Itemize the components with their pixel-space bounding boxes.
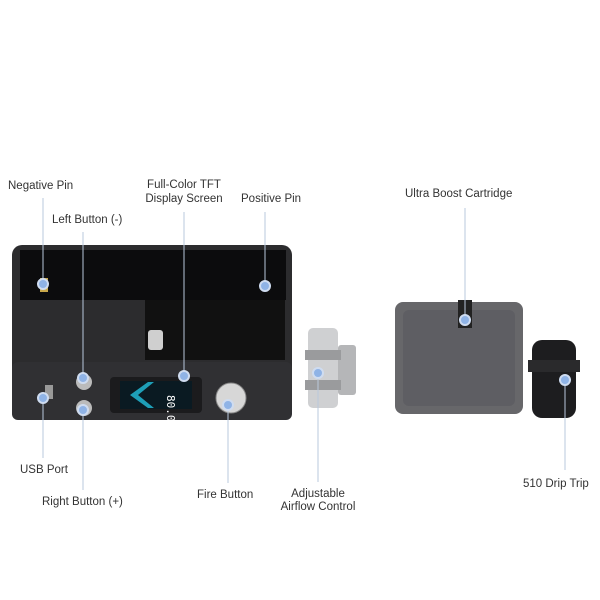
marker-airflow xyxy=(312,367,324,379)
label-fire-button: Fire Button xyxy=(197,489,254,501)
marker-fire xyxy=(222,399,234,411)
leader-lines xyxy=(42,198,566,490)
label-cartridge: Ultra Boost Cartridge xyxy=(405,188,513,200)
label-negative-pin: Negative Pin xyxy=(8,180,74,192)
markers xyxy=(37,278,571,416)
box-mod: 80.0 xyxy=(12,245,292,422)
label-airflow-1: Adjustable xyxy=(291,488,345,500)
label-display-2: Display Screen xyxy=(145,193,223,205)
label-drip-tip: 510 Drip Trip xyxy=(523,478,589,490)
marker-cartridge xyxy=(459,314,471,326)
marker-right-button xyxy=(77,404,89,416)
label-left-button: Left Button (-) xyxy=(52,214,123,226)
label-display-1: Full-Color TFT xyxy=(147,179,221,191)
label-positive-pin: Positive Pin xyxy=(241,193,302,205)
label-right-button: Right Button (+) xyxy=(42,496,123,508)
marker-usb xyxy=(37,392,49,404)
label-usb-port: USB Port xyxy=(20,464,68,476)
drip-tip xyxy=(528,340,580,418)
label-airflow-2: Airflow Control xyxy=(280,501,356,513)
screen-reading: 80.0 xyxy=(164,395,177,422)
marker-display xyxy=(178,370,190,382)
atomizer xyxy=(305,328,356,408)
marker-drip-tip xyxy=(559,374,571,386)
marker-positive-pin xyxy=(259,280,271,292)
cartridge xyxy=(395,300,523,414)
marker-left-button xyxy=(77,372,89,384)
marker-negative-pin xyxy=(37,278,49,290)
